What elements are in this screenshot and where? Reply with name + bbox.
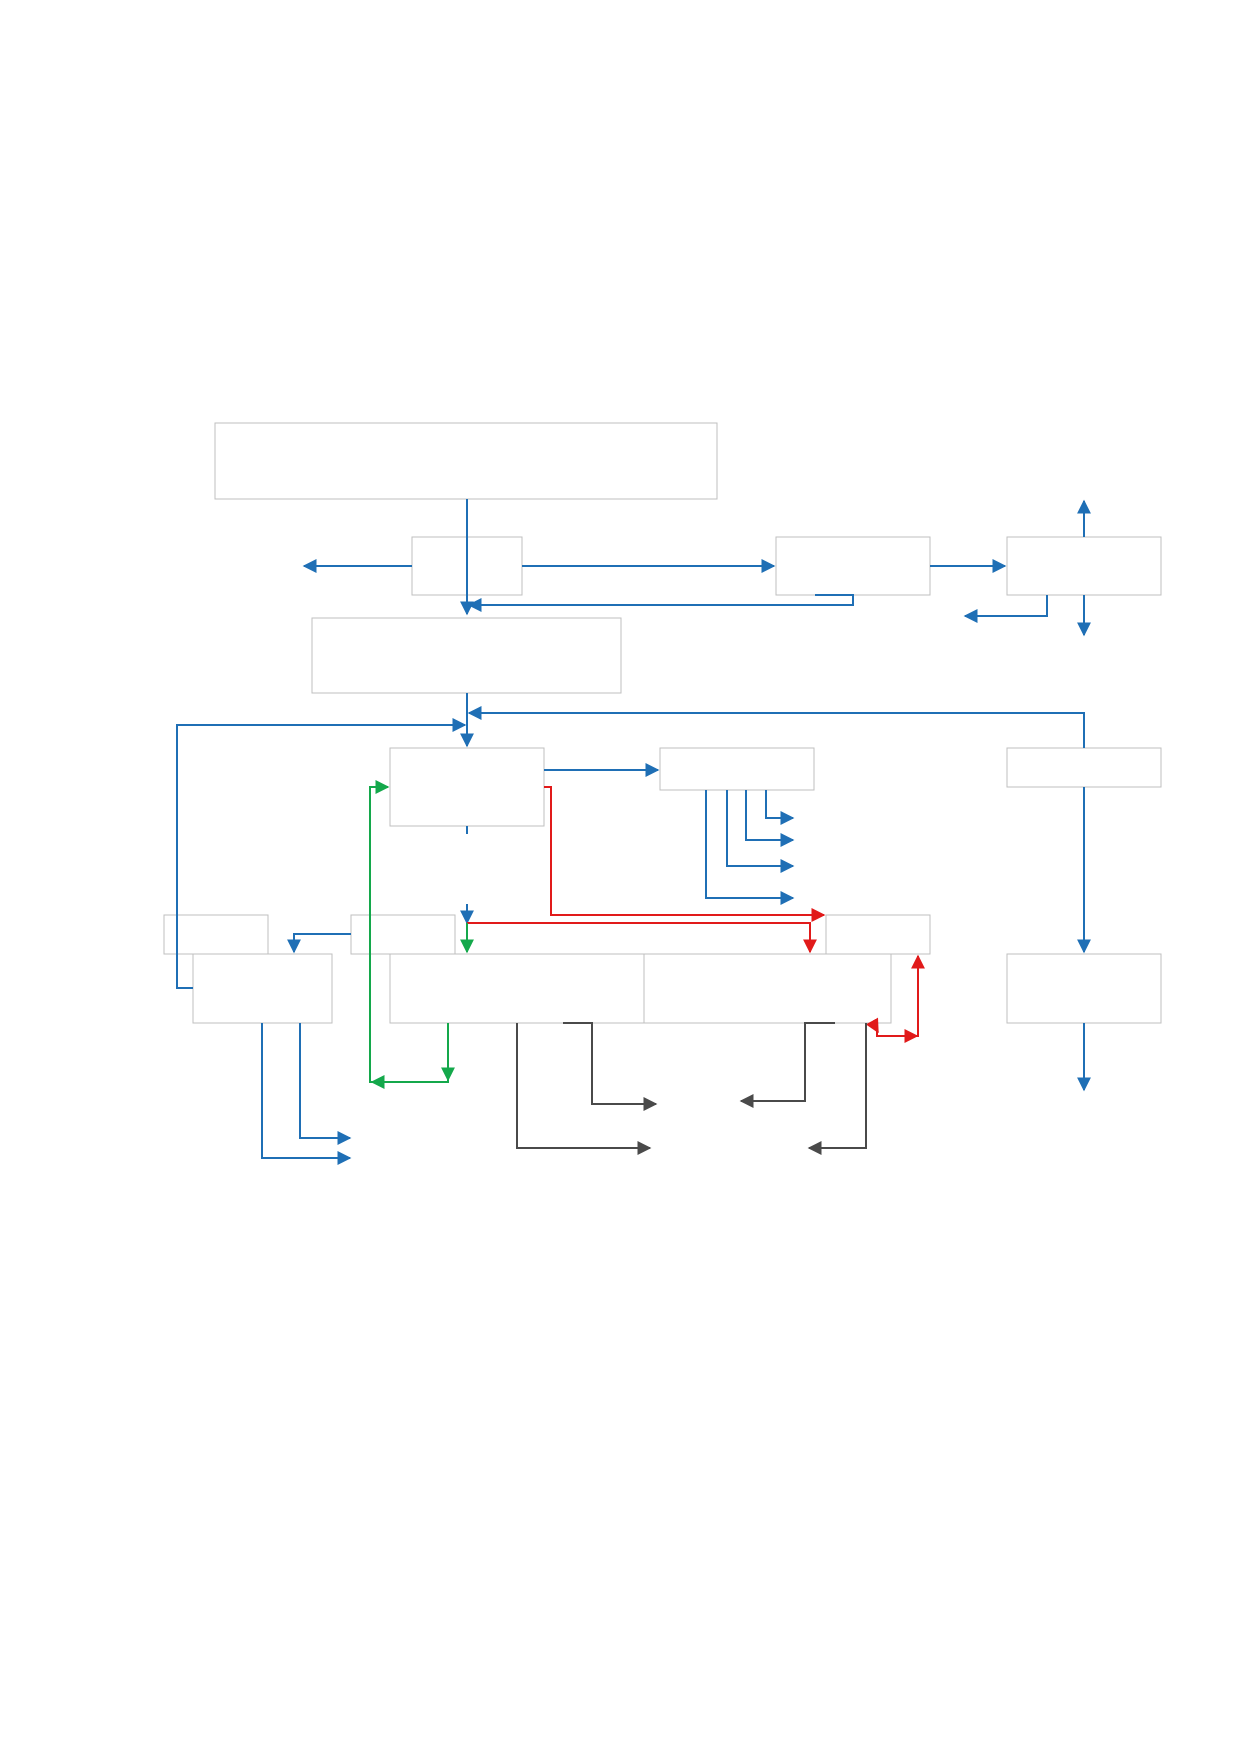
box-row4-right [1006,747,1162,788]
conn-row4mid-out-4 [705,790,795,905]
conn-row6left-out-1 [299,1023,352,1145]
box-row6-left [192,953,333,1024]
dark-connectors [516,1022,867,1155]
conn-row4mid-out-2 [745,790,795,847]
box-row2-mid [775,536,931,596]
conn-row4mid-out-1 [765,790,795,825]
conn-row5center-to-row6left [287,933,351,954]
conn-row2mid-return [467,594,854,612]
conn-dark-out-2 [516,1023,652,1155]
box-row3-wide [311,617,622,694]
box-row5-small-right [825,914,931,955]
conn-dark-out-1 [563,1022,658,1111]
conn-row4mid-out-3 [726,790,795,873]
box-row2-right [1006,536,1162,596]
blue-connectors [176,499,1091,1165]
box-row6-center-left [389,953,645,1024]
box-row5-small-center [350,914,456,955]
conn-row4right-feedback [467,706,1085,748]
red-connectors [467,786,925,1043]
conn-dark-in-1 [739,1022,835,1108]
conn-dark-in-2 [807,1023,867,1155]
conn-red-row6centerright-loop-start [865,1017,879,1034]
conn-left-loop-feedback [176,718,467,989]
box-row4-center [389,747,545,827]
conn-red-row5center-to-row6centerright [467,922,817,954]
boxes [163,422,1162,1024]
conn-row2right-out-left [963,595,1048,623]
green-connectors [369,780,474,1089]
box-top-wide [214,422,718,500]
conn-red-row4center-to-row5right [544,786,826,922]
box-row5-small-left [163,914,269,955]
box-row6-center-right [643,953,892,1024]
conn-row6left-out-2 [261,1023,352,1165]
box-row6-right [1006,953,1162,1024]
box-row4-mid [659,747,815,791]
